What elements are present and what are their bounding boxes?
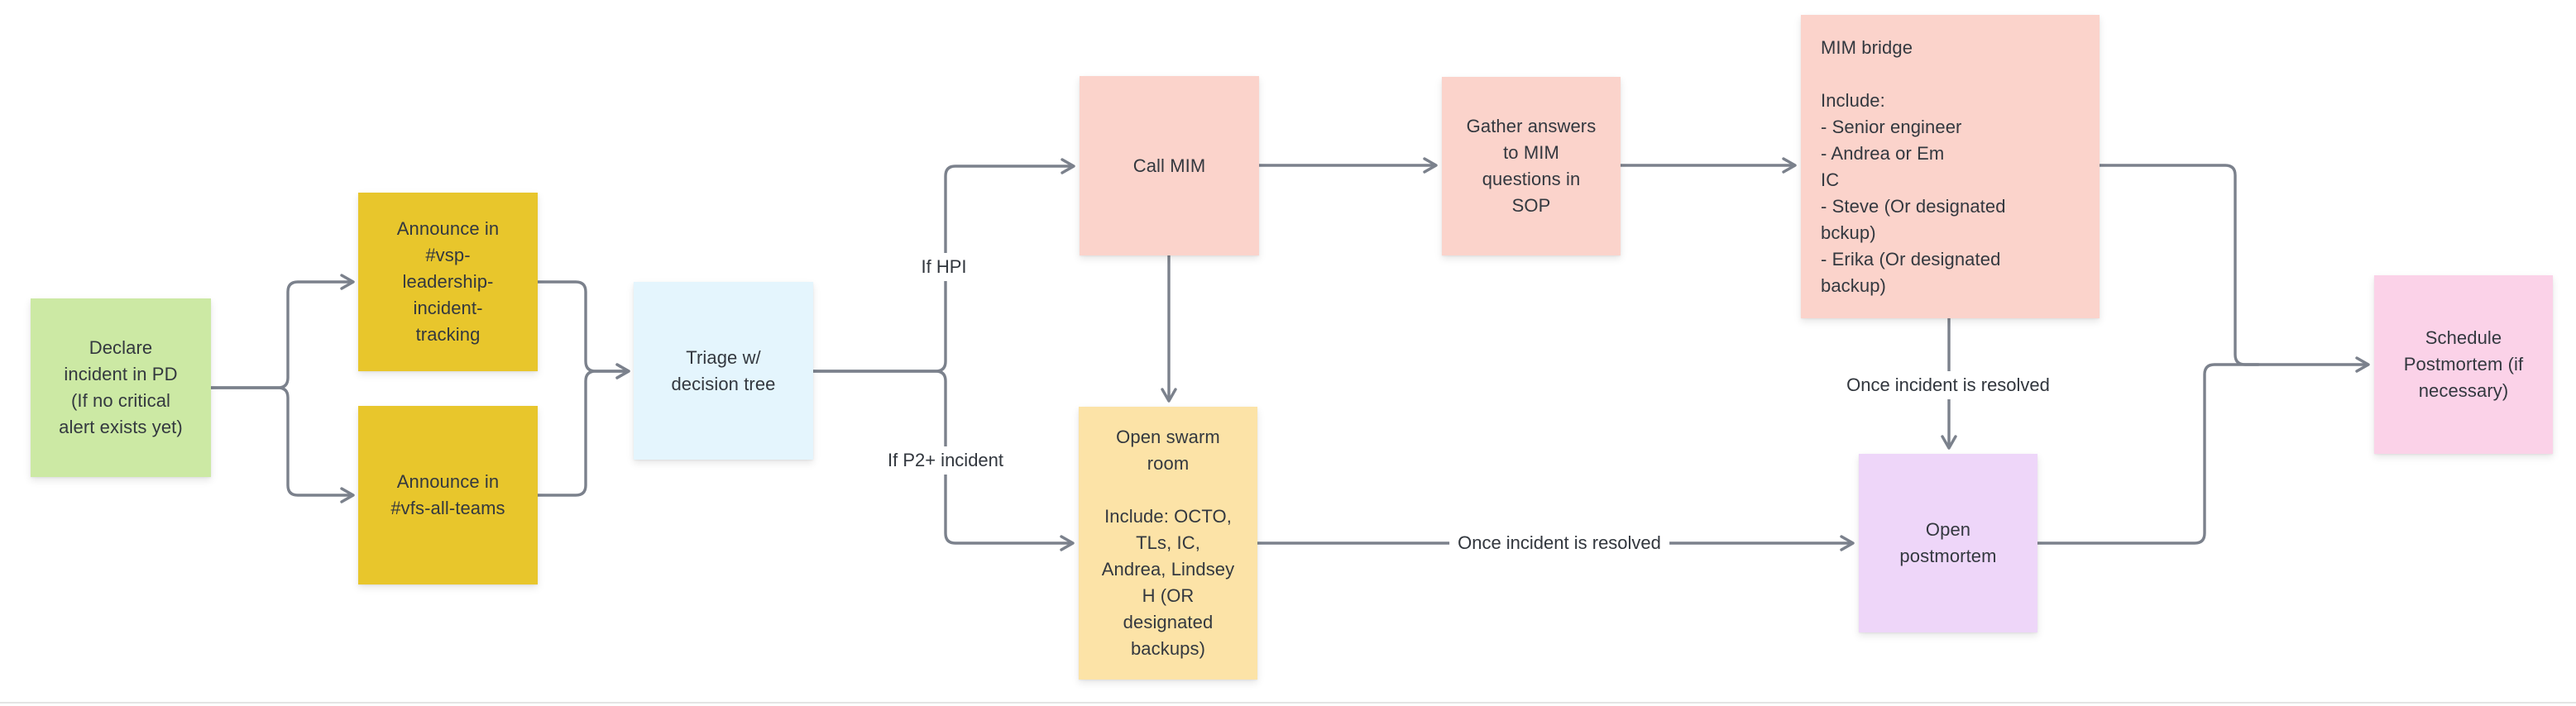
sticky-declare-incident[interactable]: Declare incident in PD (If no critical a…: [31, 298, 211, 477]
sticky-schedule-postmortem[interactable]: Schedule Postmortem (if necessary): [2374, 275, 2553, 454]
sticky-call-mim[interactable]: Call MIM: [1080, 76, 1259, 255]
sticky-announce-vfs-all-teams[interactable]: Announce in #vfs-all-teams: [358, 406, 538, 584]
connector-vfs-to-triage[interactable]: [536, 363, 630, 497]
edge-label-if-hpi[interactable]: If HPI: [912, 253, 975, 281]
sticky-open-postmortem-text: Open postmortem: [1899, 519, 1997, 566]
sticky-triage-decision-tree[interactable]: Triage w/ decision tree: [634, 282, 813, 460]
connector-mimbridge-to-schedule[interactable]: [2098, 164, 2370, 373]
sticky-mim-bridge[interactable]: MIM bridge Include: - Senior engineer - …: [1801, 15, 2100, 318]
sticky-gather-answers[interactable]: Gather answers to MIM questions in SOP: [1442, 77, 1621, 255]
sticky-announce-vfs-all-teams-text: Announce in #vfs-all-teams: [390, 471, 505, 518]
connector-vsp-to-triage[interactable]: [536, 280, 630, 379]
connector-postmortem-to-schedule[interactable]: [2036, 363, 2260, 545]
sticky-open-swarm-room[interactable]: Open swarm room Include: OCTO, TLs, IC, …: [1079, 407, 1257, 680]
sticky-call-mim-text: Call MIM: [1132, 155, 1206, 176]
sticky-triage-decision-tree-text: Triage w/ decision tree: [671, 346, 776, 394]
edge-label-once-resolved-bridge[interactable]: Once incident is resolved: [1838, 371, 2058, 399]
connector-declare-to-vfs[interactable]: [209, 386, 355, 503]
sticky-mim-bridge-text: MIM bridge Include: - Senior engineer - …: [1821, 37, 2006, 296]
sticky-schedule-postmortem-text: Schedule Postmortem (if necessary): [2403, 327, 2524, 401]
sticky-declare-incident-text: Declare incident in PD (If no critical a…: [59, 337, 183, 437]
canvas-bottom-divider: [0, 702, 2576, 704]
sticky-open-swarm-room-text: Open swarm room Include: OCTO, TLs, IC, …: [1101, 427, 1235, 659]
sticky-open-postmortem[interactable]: Open postmortem: [1859, 454, 2037, 632]
sticky-gather-answers-text: Gather answers to MIM questions in SOP: [1466, 116, 1597, 216]
edge-label-once-resolved-swarm[interactable]: Once incident is resolved: [1449, 529, 1669, 557]
sticky-announce-vsp-leadership-text: Announce in #vsp- leadership- incident- …: [396, 218, 500, 345]
connector-declare-to-vsp[interactable]: [209, 274, 355, 389]
sticky-announce-vsp-leadership[interactable]: Announce in #vsp- leadership- incident- …: [358, 193, 538, 371]
edge-label-if-p2-incident[interactable]: If P2+ incident: [879, 446, 1013, 475]
